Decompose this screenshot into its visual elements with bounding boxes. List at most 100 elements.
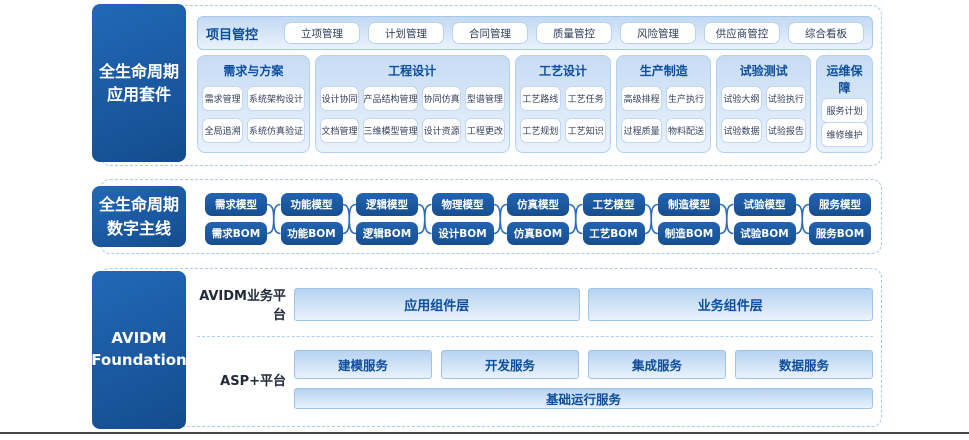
- panel-engineering-design: 工程设计 设计协同 产品结构管理 协同仿真 型谱管理 文档管理 三维模型管理 设…: [314, 55, 510, 153]
- thread-pair: 物理模型 设计BOM: [431, 193, 494, 245]
- panel-title: 运维保障: [826, 64, 863, 95]
- bom-pill: 试验BOM: [733, 222, 796, 245]
- panel-row: 工艺规划 工艺知识: [519, 114, 607, 146]
- model-pill: 需求模型: [205, 193, 267, 216]
- panel-row: 文档管理 三维模型管理 设计资源 工程更改: [319, 114, 505, 146]
- module-button: 试验大纲: [721, 85, 762, 111]
- panel-process-design: 工艺设计 工艺路线 工艺任务 工艺规划 工艺知识: [514, 55, 612, 153]
- bom-pill: 工艺BOM: [582, 222, 645, 245]
- asp-platform-label: ASP+平台: [220, 374, 286, 389]
- business-platform-boxes: 应用组件层 业务组件层: [294, 287, 873, 321]
- integration-service-box: 集成服务: [588, 350, 726, 379]
- model-pill: 物理模型: [431, 193, 494, 216]
- bom-pill: 设计BOM: [431, 222, 494, 245]
- suite-section-container: 项目管控 立项管理 计划管理 合同管理 质量管控 风险管理 供应商管控 综合看板…: [100, 5, 882, 166]
- bottom-horizontal-rule: [0, 432, 969, 434]
- bom-pill: 制造BOM: [658, 222, 720, 245]
- thread-pair: 工艺模型 工艺BOM: [582, 193, 645, 245]
- asp-platform-row: ASP+平台 建模服务 开发服务 集成服务 数据服务 基础运行服务: [197, 350, 873, 409]
- platform-divider: [197, 336, 873, 337]
- module-button: 产品结构管理: [363, 85, 418, 111]
- panel-production: 生产制造 高级排程 生产执行 过程质量 物料配送: [616, 55, 712, 153]
- app-component-layer-box: 应用组件层: [294, 287, 580, 321]
- foundation-side-label-line1: AVIDM: [111, 329, 167, 348]
- module-button: 系统架构设计: [247, 85, 305, 111]
- model-pill: 工艺模型: [582, 193, 645, 216]
- project-control-bar: 项目管控 立项管理 计划管理 合同管理 质量管控 风险管理 供应商管控 综合看板: [197, 16, 873, 50]
- module-button: 协同仿真: [421, 85, 462, 111]
- model-pill: 试验模型: [733, 193, 796, 216]
- bom-pill: 需求BOM: [205, 222, 267, 245]
- module-button: 工程更改: [465, 117, 505, 143]
- module-button: 过程质量: [621, 117, 662, 143]
- module-button: 生产执行: [665, 85, 707, 111]
- panel-title: 工程设计: [388, 64, 437, 78]
- digital-thread-chain: 需求模型 需求BOM 功能模型 功能BOM 逻辑模型 逻辑BOM 物理模型 设计…: [197, 181, 873, 252]
- module-button: 工艺规划: [519, 117, 561, 143]
- module-button: 试验执行: [765, 85, 807, 111]
- model-pill: 制造模型: [658, 193, 720, 216]
- module-button: 工艺任务: [564, 85, 607, 111]
- project-control-buttons: 立项管理 计划管理 合同管理 质量管控 风险管理 供应商管控 综合看板: [284, 22, 864, 44]
- bom-pill: 功能BOM: [280, 222, 343, 245]
- thread-pair: 试验模型 试验BOM: [733, 193, 796, 245]
- module-button: 工艺知识: [564, 117, 607, 143]
- bom-pill: 仿真BOM: [507, 222, 569, 245]
- panel-row: 设计协同 产品结构管理 协同仿真 型谱管理: [319, 82, 505, 114]
- development-service-box: 开发服务: [441, 350, 579, 379]
- suite-panels: 需求与方案 需求管理 系统架构设计 全局追溯 系统仿真验证 工程设计 设计协同 …: [197, 55, 874, 153]
- module-button: 系统仿真验证: [247, 117, 305, 143]
- panel-test: 试验测试 试验大纲 试验执行 试验数据 试验报告: [716, 55, 812, 153]
- panel-row: 全局追溯 系统仿真验证: [202, 114, 305, 146]
- module-button: 高级排程: [621, 85, 662, 111]
- suite-side-label-line2: 应用套件: [106, 85, 171, 104]
- thread-pair: 服务模型 服务BOM: [809, 193, 871, 245]
- modeling-service-box: 建模服务: [294, 350, 432, 379]
- business-platform-row: AVIDM业务平台 应用组件层 业务组件层: [197, 285, 873, 323]
- module-button: 试验数据: [721, 117, 762, 143]
- module-button: 服务计划: [821, 98, 869, 124]
- thread-side-label-line1: 全生命周期: [98, 195, 179, 215]
- module-button: 设计协同: [319, 85, 360, 111]
- business-platform-label: AVIDM业务平台: [199, 289, 286, 323]
- panel-row: 高级排程 生产执行: [621, 82, 707, 114]
- base-runtime-service-bar: 基础运行服务: [294, 388, 873, 409]
- module-button: 综合看板: [788, 22, 864, 44]
- module-button: 供应商管控: [704, 22, 780, 44]
- module-button: 试验报告: [765, 117, 807, 143]
- panel-title: 工艺设计: [538, 64, 587, 78]
- asp-platform-boxes: 建模服务 开发服务 集成服务 数据服务 基础运行服务: [294, 350, 873, 409]
- panel-row: 服务计划: [821, 98, 869, 124]
- business-component-layer-box: 业务组件层: [587, 287, 873, 321]
- thread-section-container: 需求模型 需求BOM 功能模型 功能BOM 逻辑模型 逻辑BOM 物理模型 设计…: [100, 179, 882, 254]
- module-button: 需求管理: [202, 85, 244, 111]
- model-pill: 服务模型: [809, 193, 871, 216]
- module-button: 工艺路线: [519, 85, 561, 111]
- module-button: 文档管理: [319, 117, 360, 143]
- module-button: 合同管理: [452, 22, 528, 44]
- module-button: 设计资源: [421, 117, 462, 143]
- thread-pair: 制造模型 制造BOM: [658, 193, 720, 245]
- suite-side-label-line1: 全生命周期: [98, 61, 179, 81]
- module-button: 三维模型管理: [363, 117, 418, 143]
- module-button: 维修维护: [821, 121, 869, 147]
- panel-row: 过程质量 物料配送: [621, 114, 707, 146]
- suite-side-label: 全生命周期 应用套件: [92, 4, 186, 162]
- panel-row: 需求管理 系统架构设计: [202, 82, 305, 114]
- thread-pair: 需求模型 需求BOM: [205, 193, 267, 245]
- module-button: 型谱管理: [465, 85, 505, 111]
- module-button: 计划管理: [368, 22, 444, 44]
- model-pill: 功能模型: [280, 193, 343, 216]
- foundation-side-label-line2: Foundation: [91, 351, 187, 369]
- thread-pair: 仿真模型 仿真BOM: [507, 193, 569, 245]
- panel-title: 需求与方案: [223, 64, 284, 78]
- bom-pill: 逻辑BOM: [356, 222, 418, 245]
- module-button: 物料配送: [665, 117, 707, 143]
- foundation-section-container: AVIDM业务平台 应用组件层 业务组件层 ASP+平台 建模服务 开发服务 集…: [100, 268, 882, 427]
- panel-row: 试验数据 试验报告: [721, 114, 807, 146]
- thread-side-label-line2: 数字主线: [106, 218, 171, 238]
- asp-services-row: 建模服务 开发服务 集成服务 数据服务: [294, 350, 873, 379]
- panel-row: 维修维护: [821, 121, 869, 147]
- foundation-side-label: AVIDM Foundation: [91, 271, 187, 429]
